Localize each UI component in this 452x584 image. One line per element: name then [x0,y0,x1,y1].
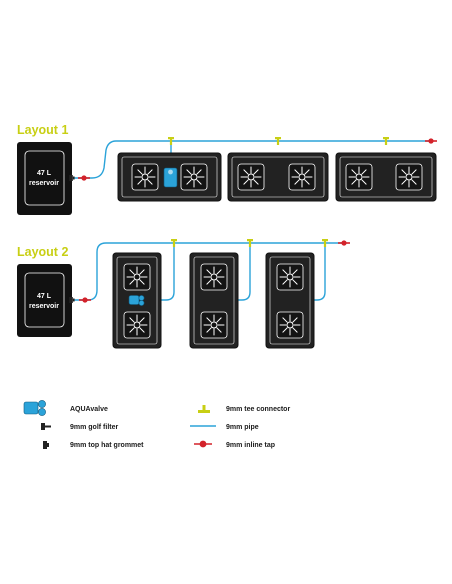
layout-2-tray-3 [265,252,315,349]
layout-1-title: Layout 1 [17,123,68,137]
legend: AQUAvalve 9mm golf filter 9mm top hat gr… [23,400,290,449]
tee-connector-icon [198,405,210,413]
legend-label: 9mm golf filter [70,424,119,431]
grommet-icon [43,441,49,449]
aquavalve-icon [163,167,178,188]
layout-2-tray-2 [189,252,239,349]
reservoir-volume: 47 L [37,170,52,177]
inline-tap-icon [424,137,438,145]
aquavalve-icon [23,400,46,416]
legend-item-grommet: 9mm top hat grommet [43,441,144,449]
legend-item-aquavalve: AQUAvalve [23,400,108,416]
legend-label: 9mm pipe [226,424,259,431]
inline-tap-icon [337,239,351,247]
legend-item-golf-filter: 9mm golf filter [41,423,119,431]
grommet-icon [69,297,75,303]
layout-1-tray-3 [335,152,437,202]
layout-2-pipe [74,242,344,301]
legend-item-pipe: 9mm pipe [190,424,259,431]
reservoir-label: reservoir [29,180,59,187]
legend-item-inline-tap: 9mm inline tap [194,440,275,449]
layout-1-reservoir: 47 L reservoir [17,142,72,215]
inline-tap-icon [78,296,92,304]
legend-label: 9mm top hat grommet [70,442,144,449]
golf-filter-icon [41,423,51,430]
layout-2-reservoir: 47 L reservoir [17,264,72,337]
layout-2-title: Layout 2 [17,245,68,259]
aquavalve-icon [128,295,145,306]
legend-label: 9mm inline tap [226,442,275,449]
inline-tap-icon [194,440,212,448]
layout-1-tray-2 [227,152,329,202]
grommet-icon [69,175,75,181]
legend-label: AQUAvalve [70,406,108,413]
legend-label: 9mm tee connector [226,406,290,413]
reservoir-label: reservoir [29,303,59,310]
inline-tap-icon [77,174,91,182]
legend-item-tee: 9mm tee connector [198,405,290,413]
reservoir-volume: 47 L [37,293,52,300]
